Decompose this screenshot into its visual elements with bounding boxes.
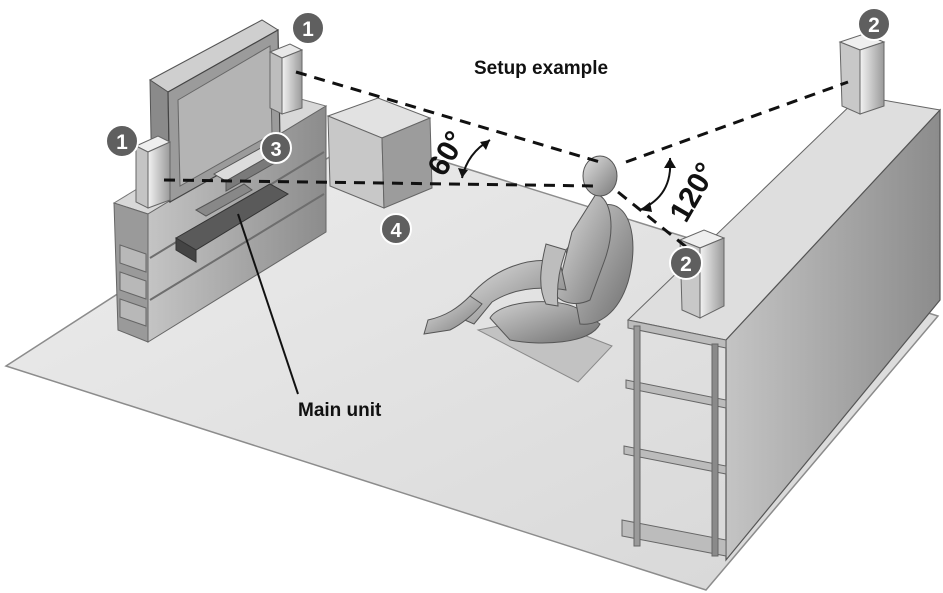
marker-front-left: 1 xyxy=(105,124,139,158)
marker-front-right: 1 xyxy=(291,11,325,45)
marker-surround-back: 2 xyxy=(857,7,891,41)
main-unit-label: Main unit xyxy=(298,400,382,421)
subwoofer xyxy=(326,97,433,209)
marker-center: 3 xyxy=(260,132,292,164)
svg-text:3: 3 xyxy=(270,139,281,161)
surround-back-speaker xyxy=(838,33,886,115)
front-angle-arc xyxy=(458,139,491,179)
svg-text:2: 2 xyxy=(868,14,880,37)
listener xyxy=(423,155,634,344)
marker-surround-front: 2 xyxy=(669,246,703,280)
svg-text:2: 2 xyxy=(680,253,692,276)
svg-text:4: 4 xyxy=(390,220,402,242)
front-left-speaker xyxy=(134,135,172,209)
diagram-title: Setup example xyxy=(474,58,608,79)
svg-text:1: 1 xyxy=(116,131,128,154)
sight-lines xyxy=(163,70,849,252)
main-unit-pointer xyxy=(237,213,299,395)
surround-angle-arc xyxy=(639,157,676,212)
svg-text:1: 1 xyxy=(302,18,314,41)
marker-subwoofer: 4 xyxy=(380,213,412,245)
front-right-speaker xyxy=(268,43,304,115)
